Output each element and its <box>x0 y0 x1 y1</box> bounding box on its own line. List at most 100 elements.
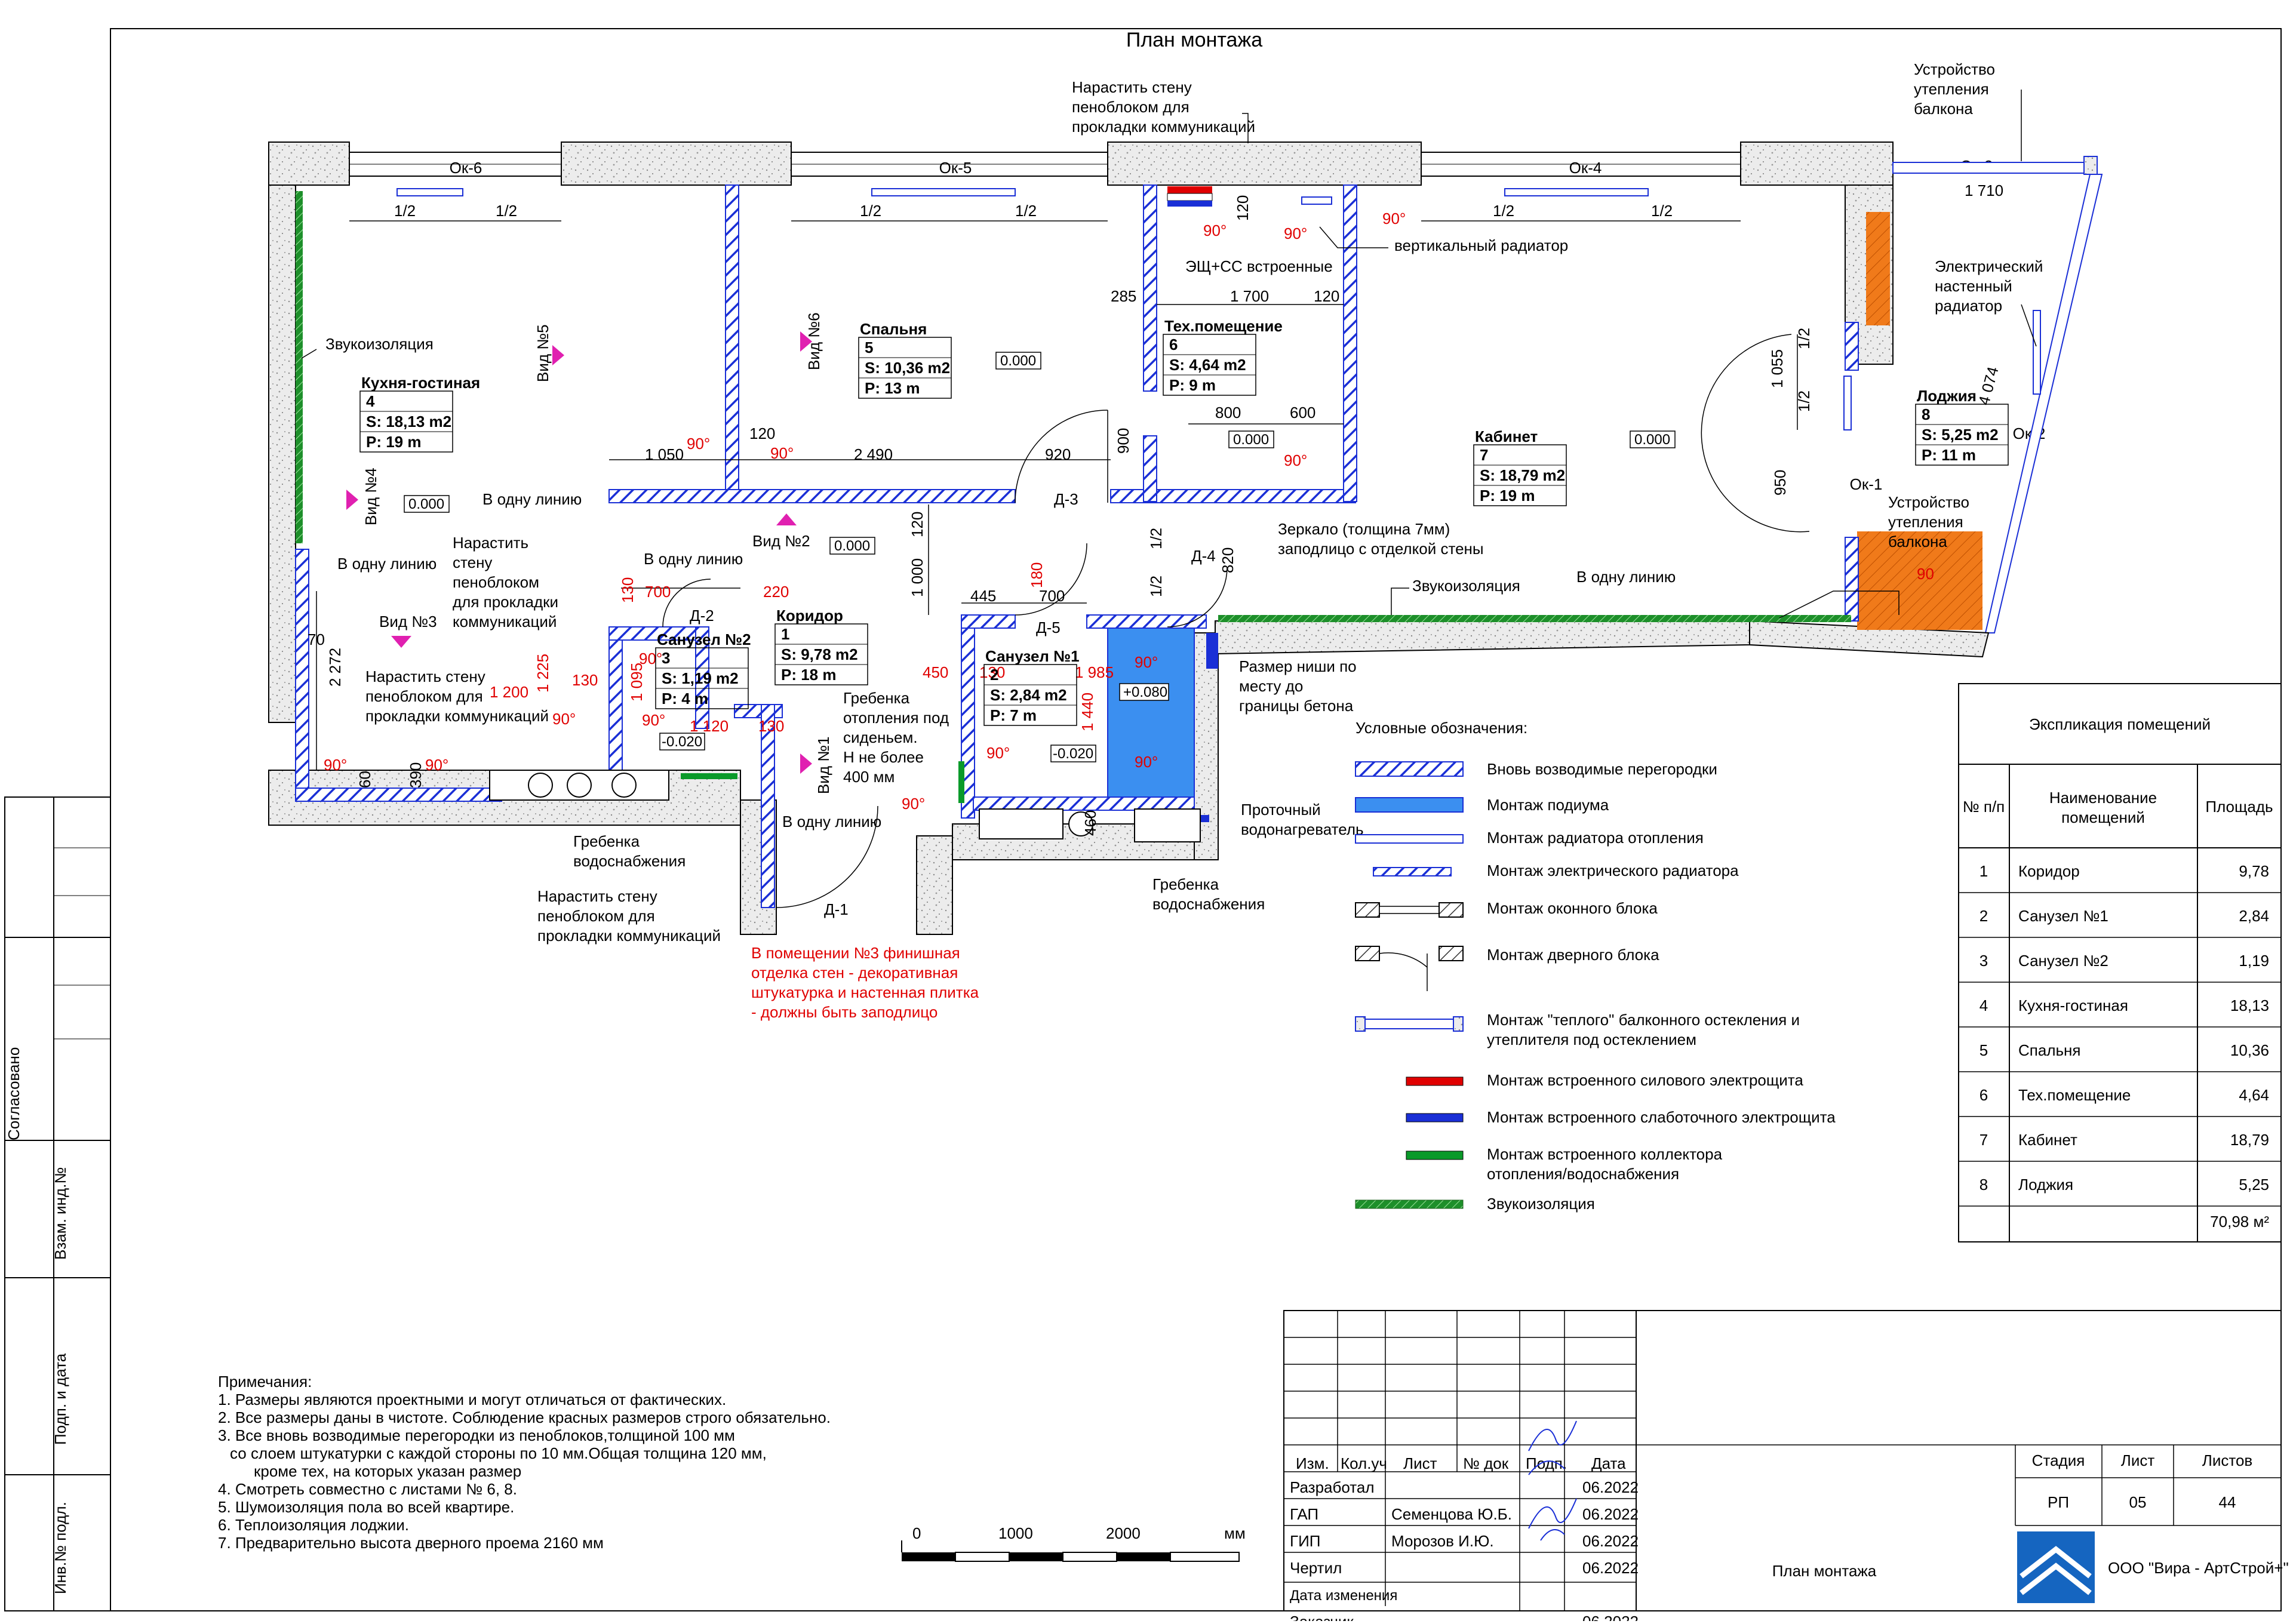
side-label-sign-date: Подп. и дата <box>51 1353 69 1445</box>
svg-text:1/2: 1/2 <box>1651 202 1673 220</box>
note-line: прокладки коммуникаций <box>1072 118 1255 136</box>
room-number: 2 <box>990 666 998 684</box>
room-perimeter: P: 18 m <box>781 666 837 684</box>
note-line: Гребенка <box>843 689 910 707</box>
note-line: Нарастить стену <box>365 668 485 685</box>
svg-text:Изм.: Изм. <box>1296 1454 1329 1472</box>
note-line: сиденьем. <box>843 728 918 746</box>
stamp-date: 06.2022 <box>1582 1613 1639 1621</box>
room-perimeter: P: 7 m <box>990 706 1037 724</box>
room-area: S: 9,78 m2 <box>781 645 858 663</box>
room-number: 6 <box>1169 336 1178 353</box>
svg-text:отопления/водоснабжения: отопления/водоснабжения <box>1487 1165 1679 1183</box>
note-line: 1. Размеры являются проектными и могут о… <box>218 1391 726 1408</box>
table-row: 5 Спальня 10,36 <box>1980 1041 2269 1059</box>
note-line: 7. Предварительно высота дверного проема… <box>218 1534 604 1552</box>
cell-area: 10,36 <box>2230 1041 2269 1059</box>
svg-text:130: 130 <box>979 663 1005 681</box>
svg-text:120: 120 <box>1314 287 1339 305</box>
note-soundproof-1: Звукоизоляция <box>325 335 434 353</box>
svg-text:1 700: 1 700 <box>1230 287 1269 305</box>
stamp-row: Дата изменения <box>1290 1588 1397 1604</box>
note-line: отделка стен - декоративная <box>751 964 958 982</box>
svg-text:1 200: 1 200 <box>490 683 528 701</box>
room-name: Кухня-гостиная <box>361 374 480 392</box>
svg-text:0.000: 0.000 <box>1000 353 1036 369</box>
svg-text:90°: 90° <box>639 650 662 668</box>
svg-text:мм: мм <box>1224 1524 1246 1542</box>
note-line: 5. Шумоизоляция пола во всей квартире. <box>218 1498 514 1516</box>
cell-name: Санузел №2 <box>2018 952 2108 970</box>
stamp-role: Заказчик <box>1290 1613 1354 1621</box>
notes-title: Примечания: <box>218 1373 312 1391</box>
note-shields: ЭЩ+СС встроенные <box>1185 257 1333 275</box>
svg-text:Монтаж дверного блока: Монтаж дверного блока <box>1487 946 1659 964</box>
note-line: Нарастить <box>453 534 528 552</box>
svg-text:1/2: 1/2 <box>860 202 881 220</box>
svg-text:0.000: 0.000 <box>834 538 870 554</box>
svg-text:Подп.: Подп. <box>1526 1454 1567 1472</box>
svg-text:130: 130 <box>758 717 784 735</box>
note-line: Зеркало (толщина 7мм) <box>1278 520 1450 538</box>
svg-text:1 055: 1 055 <box>1768 349 1786 388</box>
cell-name: Тех.помещение <box>2018 1086 2131 1104</box>
svg-text:Звукоизоляция: Звукоизоляция <box>1487 1195 1595 1213</box>
note-line: Гребенка <box>1152 875 1219 893</box>
svg-text:1000: 1000 <box>998 1524 1033 1542</box>
note-line: коммуникаций <box>453 613 557 630</box>
cell-num: 5 <box>1980 1041 1988 1059</box>
svg-text:820: 820 <box>1219 548 1237 573</box>
svg-text:Листов: Листов <box>2202 1451 2252 1469</box>
cell-name: Спальня <box>2018 1041 2080 1059</box>
note-line: Устройство <box>1914 60 1995 78</box>
stamp-name: Морозов И.Ю. <box>1391 1532 1494 1550</box>
note-line: водоснабжения <box>573 852 686 870</box>
stamp-date: 06.2022 <box>1582 1559 1639 1577</box>
svg-text:90°: 90° <box>687 435 710 453</box>
svg-text:1 095: 1 095 <box>628 663 646 702</box>
cell-num: 1 <box>1980 862 1988 880</box>
stamp-date: 06.2022 <box>1582 1478 1639 1496</box>
svg-text:Монтаж встроенного слаботочног: Монтаж встроенного слаботочного электрощ… <box>1487 1108 1836 1126</box>
window-ok1: Ок-1 <box>1850 475 1883 493</box>
svg-text:70,98 м²: 70,98 м² <box>2210 1213 2269 1231</box>
svg-text:-0.020: -0.020 <box>662 734 702 750</box>
svg-text:1 710: 1 710 <box>1965 182 2003 199</box>
note-one-line-3: В одну линию <box>644 550 743 568</box>
room-area: S: 5,25 m2 <box>1922 426 1999 444</box>
note-n10: Зеркало (толщина 7мм)заподлицо с отделко… <box>1278 520 1484 558</box>
svg-text:120: 120 <box>1234 195 1252 221</box>
door-d1: Д-1 <box>824 900 849 918</box>
room-area: S: 18,79 m2 <box>1480 466 1565 484</box>
svg-text:Монтаж оконного блока: Монтаж оконного блока <box>1487 899 1658 917</box>
cell-num: 4 <box>1980 996 1988 1014</box>
room-name: Кабинет <box>1475 427 1538 445</box>
svg-text:Монтаж радиатора отопления: Монтаж радиатора отопления <box>1487 829 1704 847</box>
view-1: Вид №1 <box>814 736 832 794</box>
room-number: 5 <box>865 339 873 356</box>
window-ok4: Ок-4 <box>1569 159 1602 177</box>
view-markers: Вид №5 Вид №6 Вид №4 Вид №2 Вид №3 Вид №… <box>346 312 832 794</box>
svg-text:Наименование: Наименование <box>2049 789 2157 807</box>
note-line: 2. Все размеры даны в чистоте. Соблюдени… <box>218 1408 831 1426</box>
view-3: Вид №3 <box>379 613 437 630</box>
level-marks: 0.000 0.000 0.000 0.000 0.000 +0.080 -0.… <box>404 352 1676 762</box>
svg-text:90°: 90° <box>1284 224 1307 242</box>
svg-text:90°: 90° <box>902 795 925 813</box>
scale-bar: 0 1000 2000 мм <box>901 1524 1246 1562</box>
room-number: 8 <box>1922 405 1930 423</box>
svg-text:800: 800 <box>1215 404 1241 422</box>
